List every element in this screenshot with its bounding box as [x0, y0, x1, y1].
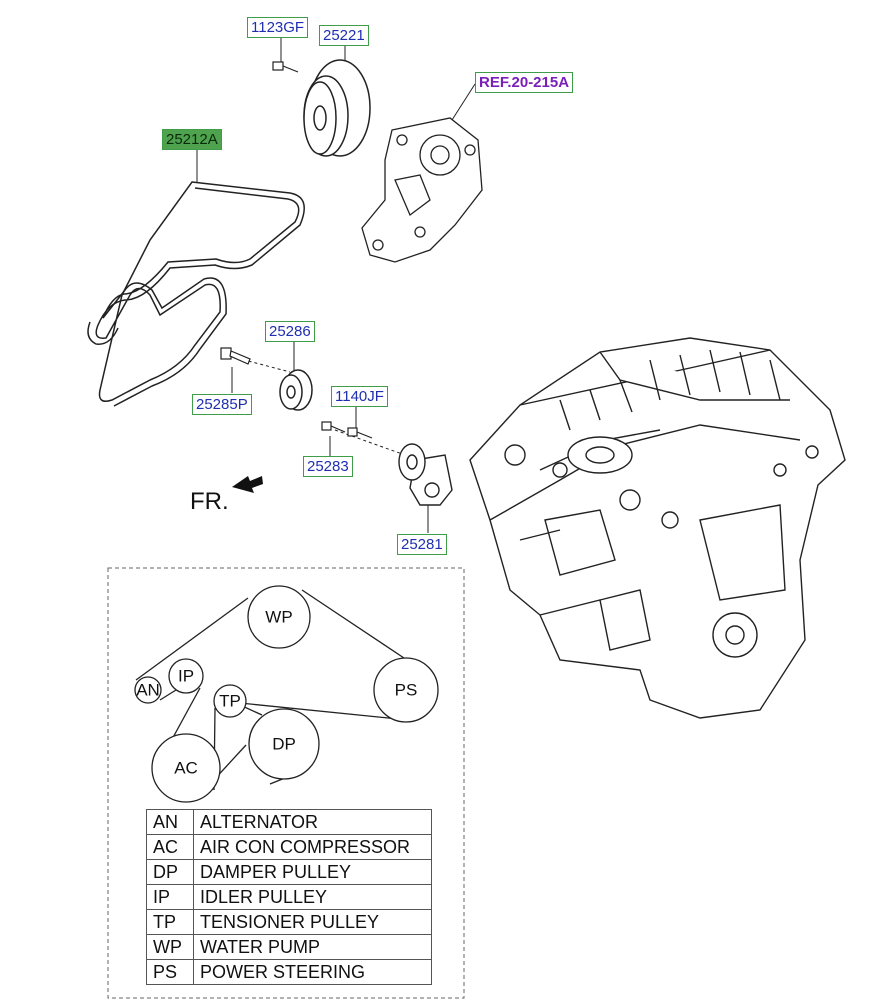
callout-1123gf[interactable]: 1123GF — [247, 17, 309, 38]
pulley-ac — [151, 733, 221, 803]
engine-block — [469, 337, 846, 719]
pulley-label-dp: DP — [272, 735, 296, 754]
water-pump-housing — [361, 117, 483, 263]
pulley-an — [134, 676, 162, 704]
legend-name: WATER PUMP — [193, 934, 432, 960]
pulley-label-tp: TP — [219, 692, 241, 711]
callout-25221[interactable]: 25221 — [319, 25, 369, 46]
pulley-ps — [373, 657, 439, 723]
callout-25281[interactable]: 25281 — [397, 534, 447, 555]
tensioner-assembly — [398, 443, 453, 506]
pulley-dp — [248, 708, 320, 780]
tensioner-bolts — [321, 421, 373, 439]
pulley-label-wp: WP — [265, 608, 292, 627]
pulley-wp — [247, 585, 311, 649]
pulley-label-ip: IP — [178, 667, 194, 686]
legend-code: TP — [146, 909, 194, 935]
idler-pulley — [279, 369, 313, 411]
legend-code: AN — [146, 809, 194, 835]
legend-code: WP — [146, 934, 194, 960]
legend-name: DAMPER PULLEY — [193, 859, 432, 885]
legend-name: AIR CON COMPRESSOR — [193, 834, 432, 860]
legend-name: ALTERNATOR — [193, 809, 432, 835]
legend-name: TENSIONER PULLEY — [193, 909, 432, 935]
belt-routing-diagram: WP IP AN TP DP PS AC — [134, 585, 439, 803]
legend-code: IP — [146, 884, 194, 910]
legend-code: AC — [146, 834, 194, 860]
pulley-label-ac: AC — [174, 759, 198, 778]
callout-25286[interactable]: 25286 — [265, 321, 315, 342]
callout-25212a[interactable]: 25212A — [162, 129, 222, 150]
legend-code: DP — [146, 859, 194, 885]
callout-25283[interactable]: 25283 — [303, 456, 353, 477]
pulley-ip — [168, 658, 204, 694]
pulley-label-an: AN — [136, 681, 160, 700]
drive-belt — [87, 181, 305, 407]
water-pump-pulley — [303, 59, 371, 157]
legend-name: IDLER PULLEY — [193, 884, 432, 910]
legend-code: PS — [146, 959, 194, 985]
bolt-25285p — [220, 347, 251, 365]
bolt-1123gf — [272, 61, 299, 73]
pulley-label-ps: PS — [395, 681, 418, 700]
front-arrow-icon — [232, 476, 263, 493]
callout-ref-20-215a[interactable]: REF.20-215A — [475, 72, 574, 93]
legend-name: POWER STEERING — [193, 959, 432, 985]
callout-25285p[interactable]: 25285P — [192, 394, 252, 415]
front-direction-label: FR. — [190, 488, 229, 515]
callout-1140jf[interactable]: 1140JF — [331, 386, 388, 407]
belt-routing-box — [107, 567, 465, 999]
pulley-tp — [213, 684, 247, 718]
